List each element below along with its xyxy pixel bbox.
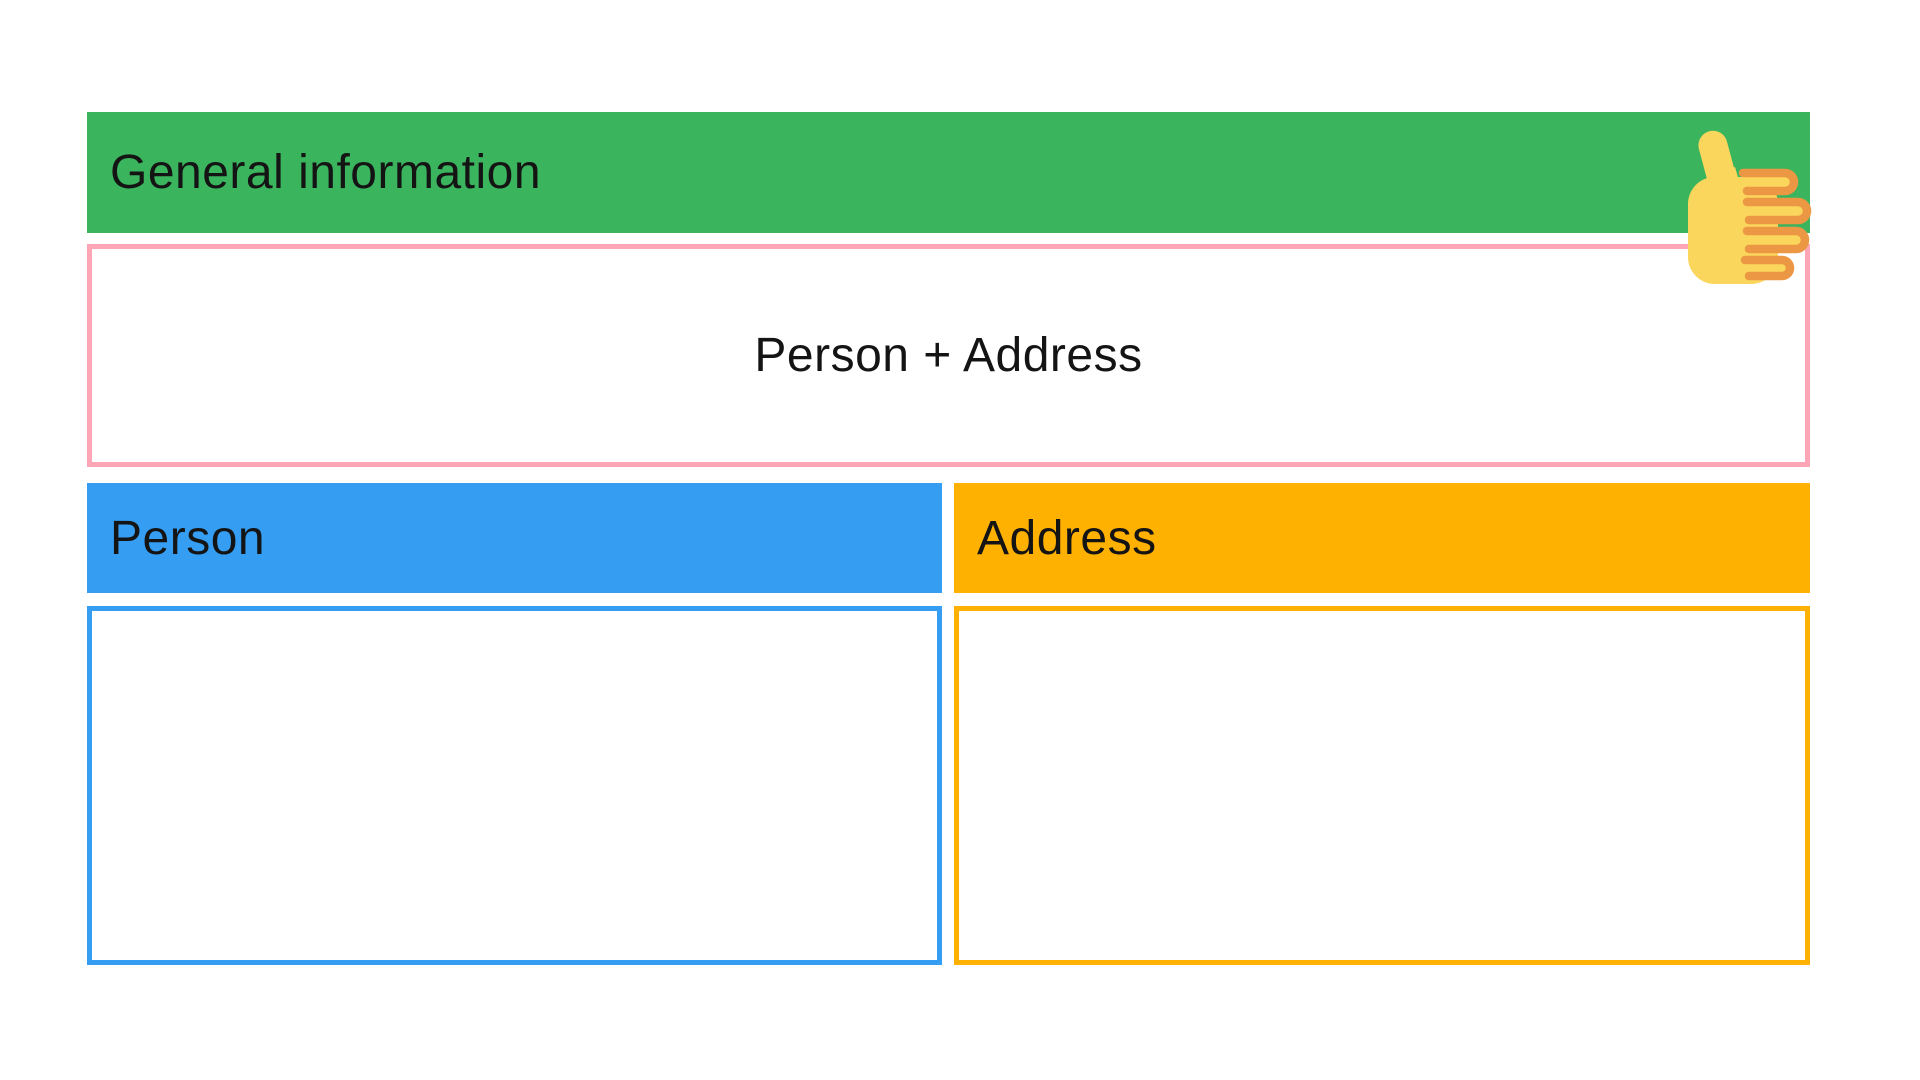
- address-content-box[interactable]: [954, 606, 1810, 965]
- person-label: Person: [110, 511, 266, 565]
- person-address-combined-box[interactable]: Person + Address: [87, 244, 1810, 467]
- thumbs-up-icon[interactable]: [1687, 129, 1823, 285]
- general-information-header[interactable]: General information: [87, 112, 1810, 233]
- address-label: Address: [977, 511, 1157, 565]
- finger-index: [1738, 168, 1799, 196]
- address-header[interactable]: Address: [954, 483, 1810, 593]
- person-address-label: Person + Address: [754, 329, 1143, 382]
- finger-pinky: [1740, 255, 1795, 281]
- person-header[interactable]: Person: [87, 483, 942, 593]
- general-information-label: General information: [110, 146, 542, 199]
- finger-ring: [1742, 226, 1810, 254]
- person-content-box[interactable]: [87, 606, 942, 965]
- finger-middle: [1742, 197, 1812, 225]
